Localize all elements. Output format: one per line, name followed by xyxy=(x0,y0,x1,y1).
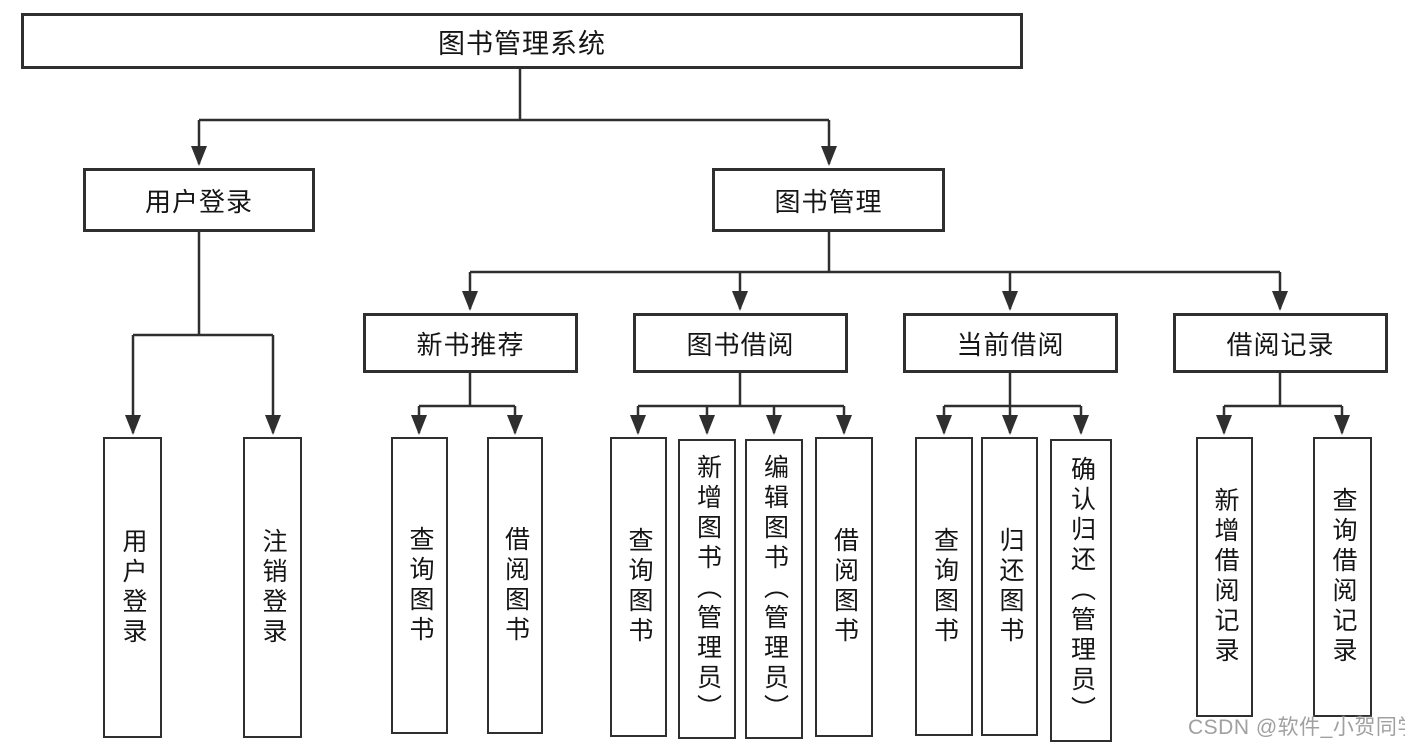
connector-borrow-records-group xyxy=(1216,373,1350,435)
leaf-query-borrow-record: 查询借阅记录 xyxy=(1313,437,1372,717)
leaf-return-book-label: 归还图书 xyxy=(996,526,1024,647)
node-root-label: 图书管理系统 xyxy=(438,28,606,59)
node-user-login: 用户登录 xyxy=(83,168,315,232)
leaf-edit-book-admin-label: 编辑图书（管理员） xyxy=(760,454,789,724)
connector-book-management-branch xyxy=(462,232,1288,311)
leaf-add-book-admin-label: 新增图书（管理员） xyxy=(693,454,722,724)
node-current-borrow-label: 当前借阅 xyxy=(956,329,1065,360)
node-book-borrow-label: 图书借阅 xyxy=(686,329,795,360)
leaf-query-borrow-record-label: 查询借阅记录 xyxy=(1329,487,1357,667)
node-borrow-records: 借阅记录 xyxy=(1173,313,1388,373)
node-book-borrow: 图书借阅 xyxy=(633,313,848,373)
connector-root-to-level2 xyxy=(191,69,837,166)
leaf-add-borrow-record-label: 新增借阅记录 xyxy=(1211,487,1239,667)
node-new-book-recommend: 新书推荐 xyxy=(363,313,578,373)
leaf-add-book-admin: 新增图书（管理员） xyxy=(678,439,736,739)
node-book-management-label: 图书管理 xyxy=(774,186,883,217)
connector-book-borrow-group xyxy=(630,373,852,435)
connector-user-login-branch xyxy=(125,232,281,435)
leaf-logout-label: 注销登录 xyxy=(259,527,287,648)
leaf-borrow-book-label: 借阅图书 xyxy=(830,527,859,647)
leaf-confirm-return-admin-label: 确认归还（管理员） xyxy=(1067,455,1096,726)
leaf-query-book-recommend: 查询图书 xyxy=(391,437,448,734)
connector-current-borrow-group xyxy=(936,373,1089,435)
leaf-user-login-label: 用户登录 xyxy=(119,527,147,648)
leaf-borrow-book-recommend: 借阅图书 xyxy=(487,437,543,734)
leaf-query-book-borrow: 查询图书 xyxy=(610,437,667,737)
leaf-query-book-recommend-label: 查询图书 xyxy=(406,525,434,646)
node-book-management: 图书管理 xyxy=(712,168,945,232)
leaf-return-book: 归还图书 xyxy=(981,437,1038,736)
node-root: 图书管理系统 xyxy=(21,13,1023,69)
leaf-query-book-current: 查询图书 xyxy=(915,437,973,736)
node-borrow-records-label: 借阅记录 xyxy=(1226,329,1335,360)
leaf-edit-book-admin: 编辑图书（管理员） xyxy=(745,439,803,739)
node-current-borrow: 当前借阅 xyxy=(903,313,1118,373)
leaf-user-login: 用户登录 xyxy=(103,437,162,738)
node-new-book-recommend-label: 新书推荐 xyxy=(416,329,525,360)
node-user-login-label: 用户登录 xyxy=(144,186,253,217)
leaf-query-book-current-label: 查询图书 xyxy=(930,526,959,647)
csdn-watermark: CSDN @软件_小贺同学 xyxy=(1188,716,1405,739)
leaf-add-borrow-record: 新增借阅记录 xyxy=(1196,437,1253,717)
leaf-borrow-book-recommend-label: 借阅图书 xyxy=(501,525,530,646)
leaf-confirm-return-admin: 确认归还（管理员） xyxy=(1050,439,1112,742)
connector-new-book-recommend-group xyxy=(411,373,523,435)
leaf-borrow-book: 借阅图书 xyxy=(815,437,873,737)
leaf-logout: 注销登录 xyxy=(243,437,302,738)
leaf-query-book-borrow-label: 查询图书 xyxy=(625,527,653,647)
